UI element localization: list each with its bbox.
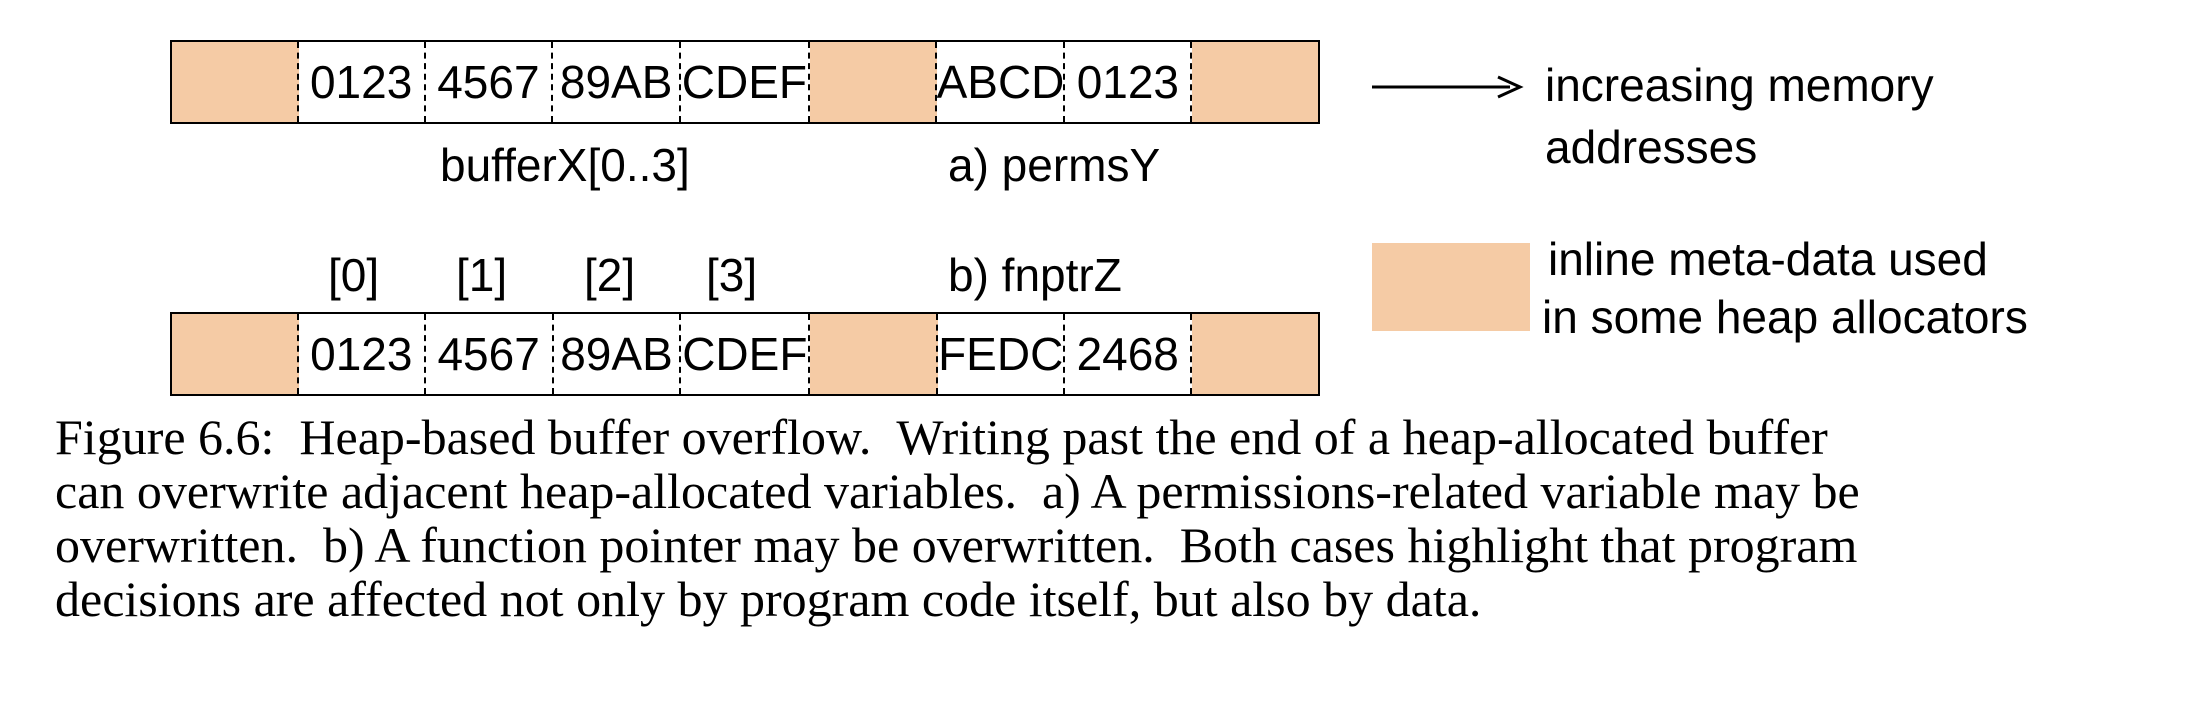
buffer-cell-1: 4567 bbox=[426, 42, 554, 122]
caption-line: can overwrite adjacent heap-allocated va… bbox=[55, 463, 1860, 519]
metadata-block bbox=[1192, 314, 1319, 394]
perms-cell-1: 0123 bbox=[1065, 42, 1193, 122]
metadata-block bbox=[1192, 42, 1318, 122]
buffer-label: bufferX[0..3] bbox=[440, 139, 690, 191]
buffer-cell-1: 4567 bbox=[426, 314, 554, 394]
arrow-right-icon bbox=[1372, 75, 1524, 99]
metadata-block bbox=[172, 42, 299, 122]
metadata-legend-line2: in some heap allocators bbox=[1542, 291, 2028, 343]
arrow-legend-line2: addresses bbox=[1545, 121, 1758, 173]
perms-label: a) permsY bbox=[948, 139, 1161, 191]
buffer-cell-3: CDEF bbox=[681, 42, 810, 122]
metadata-legend-line1: inline meta-data used bbox=[1548, 233, 1988, 285]
buffer-cell-3: CDEF bbox=[681, 314, 811, 394]
caption-line: decisions are affected not only by progr… bbox=[55, 571, 1482, 627]
index-label-0: [0] bbox=[328, 249, 380, 301]
buffer-cell-0: 0123 bbox=[299, 42, 426, 122]
figure-caption: Figure 6.6: Heap-based buffer overflow. … bbox=[55, 410, 2185, 626]
index-label-3: [3] bbox=[706, 249, 758, 301]
buffer-cell-2: 89AB bbox=[553, 42, 681, 122]
buffer-cell-2: 89AB bbox=[554, 314, 682, 394]
fnptr-cell-1: 2468 bbox=[1065, 314, 1193, 394]
fnptr-label: b) fnptrZ bbox=[948, 249, 1122, 301]
memory-row-b: 0123 4567 89AB CDEF FEDC 2468 bbox=[170, 312, 1320, 396]
perms-cell-0: ABCD bbox=[937, 42, 1066, 122]
index-label-2: [2] bbox=[584, 249, 636, 301]
arrow-legend-line1: increasing memory bbox=[1545, 59, 1934, 111]
metadata-block bbox=[810, 314, 939, 394]
buffer-cell-0: 0123 bbox=[299, 314, 426, 394]
caption-line: overwritten. b) A function pointer may b… bbox=[55, 517, 1858, 573]
index-label-1: [1] bbox=[456, 249, 508, 301]
metadata-block bbox=[809, 42, 938, 122]
caption-line: Figure 6.6: Heap-based buffer overflow. … bbox=[55, 409, 1828, 465]
metadata-block bbox=[172, 314, 299, 394]
memory-row-a: 0123 4567 89AB CDEF ABCD 0123 bbox=[170, 40, 1320, 124]
metadata-legend-swatch bbox=[1372, 243, 1530, 331]
fnptr-cell-0: FEDC bbox=[938, 314, 1066, 394]
